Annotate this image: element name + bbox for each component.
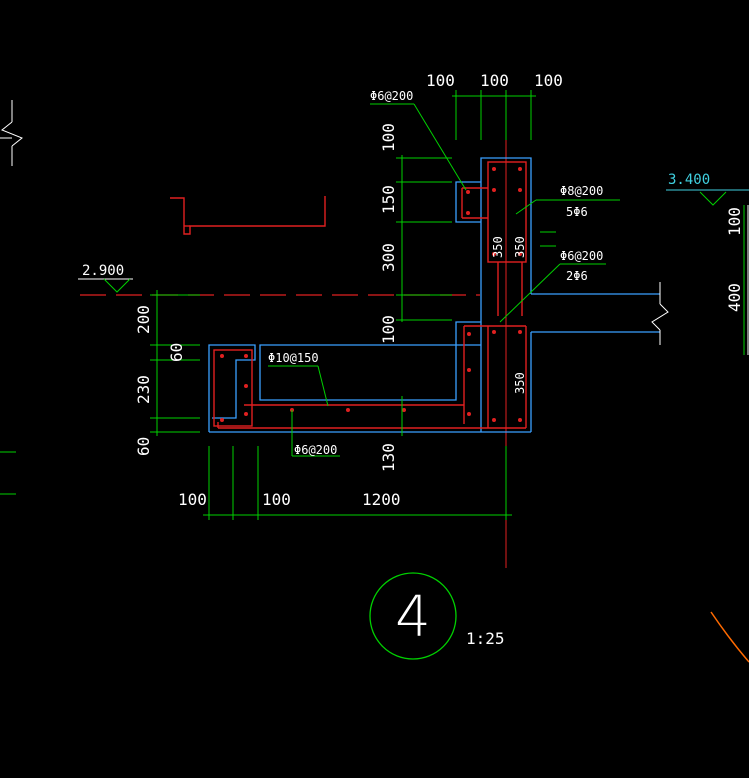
left-break-line bbox=[0, 100, 23, 166]
note-slab-bar: Φ10@150 bbox=[268, 351, 319, 365]
detail-number: 4 bbox=[395, 585, 431, 650]
dim-top-2: 100 bbox=[480, 71, 509, 90]
dim-right-1: 100 bbox=[725, 207, 744, 236]
dim-mid-130: 130 bbox=[379, 443, 398, 472]
note-stirrup-mid: Φ6@200 bbox=[560, 249, 603, 263]
detail-number-circle bbox=[369, 572, 457, 660]
dimension-lines bbox=[150, 90, 745, 520]
dim-left-2: 150 bbox=[379, 185, 398, 214]
detail-scale: 1:25 bbox=[466, 629, 505, 648]
note-main-bar-top: Φ8@200 bbox=[560, 184, 603, 198]
rebar-cage bbox=[213, 161, 527, 429]
dim-left-3: 300 bbox=[379, 243, 398, 272]
dim-right-2: 400 bbox=[725, 283, 744, 312]
dim-top-3: 100 bbox=[534, 71, 563, 90]
red-detail-shape bbox=[170, 196, 326, 235]
detail-title: 4 1:25 bbox=[369, 572, 505, 660]
level-marker-right: 3.400 bbox=[666, 172, 749, 206]
note-bar-350-a: 350 bbox=[491, 236, 505, 258]
note-slab-dist: Φ6@200 bbox=[294, 443, 337, 457]
dim-bottom-3: 1200 bbox=[362, 490, 401, 509]
dim-far-3: 230 bbox=[134, 375, 153, 404]
dim-far-4: 60 bbox=[134, 437, 153, 456]
dim-left-4: 100 bbox=[379, 315, 398, 344]
dim-far-1: 200 bbox=[134, 305, 153, 334]
rebar-dots bbox=[220, 167, 522, 422]
note-bar-350-b: 350 bbox=[513, 236, 527, 258]
dim-bottom-1: 100 bbox=[178, 490, 207, 509]
level-right-label: 3.400 bbox=[668, 172, 710, 188]
level-marker-left: 2.900 bbox=[78, 263, 133, 293]
note-stirrup-mid-count: 2Φ6 bbox=[566, 269, 588, 283]
note-stirrup-top: Φ6@200 bbox=[370, 89, 413, 103]
dim-far-2: 60 bbox=[167, 343, 186, 362]
dim-bottom-2: 100 bbox=[262, 490, 291, 509]
dim-top-1: 100 bbox=[426, 71, 455, 90]
orange-arc bbox=[710, 611, 749, 663]
level-left-label: 2.900 bbox=[82, 263, 124, 279]
note-bar-350-c: 350 bbox=[513, 372, 527, 394]
concrete-outline bbox=[208, 157, 660, 433]
dim-left-1: 100 bbox=[379, 123, 398, 152]
note-main-bar-count: 5Φ6 bbox=[566, 205, 588, 219]
left-edge-ticks bbox=[0, 451, 16, 495]
right-break-line bbox=[651, 282, 669, 345]
